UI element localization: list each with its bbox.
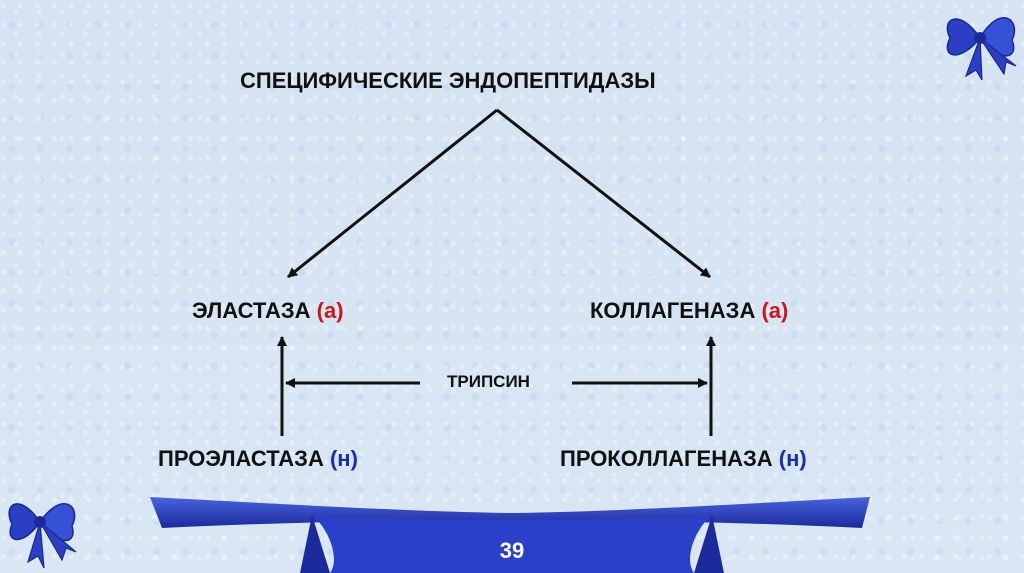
elastase-name: ЭЛАСТАЗА (192, 298, 311, 323)
arrow-title-to-collagenase (496, 108, 711, 279)
bow-icon (8, 503, 77, 569)
proelastase-label: ПРОЭЛАСТАЗА (н) (158, 446, 358, 472)
collagenase-active-marker: (а) (761, 298, 789, 323)
procollagenase-inactive-marker: (н) (778, 446, 807, 471)
proelastase-inactive-marker: (н) (329, 446, 358, 471)
elastase-active-marker: (а) (316, 298, 344, 323)
bow-icon (946, 17, 1017, 81)
trypsin-label: ТРИПСИН (447, 372, 530, 391)
elastase-label: ЭЛАСТАЗА (а) (192, 298, 344, 324)
arrow-title-to-elastase (287, 108, 498, 279)
ribbon-banner (150, 497, 870, 573)
proelastase-name: ПРОЭЛАСТАЗА (158, 446, 324, 471)
procollagenase-name: ПРОКОЛЛАГЕНАЗА (560, 446, 773, 471)
procollagenase-label: ПРОКОЛЛАГЕНАЗА (н) (560, 446, 807, 472)
page-number: 39 (499, 538, 525, 563)
collagenase-label: КОЛЛАГЕНАЗА (а) (590, 298, 788, 324)
collagenase-name: КОЛЛАГЕНАЗА (590, 298, 756, 323)
diagram-title: СПЕЦИФИЧЕСКИЕ ЭНДОПЕПТИДАЗЫ (240, 68, 656, 93)
